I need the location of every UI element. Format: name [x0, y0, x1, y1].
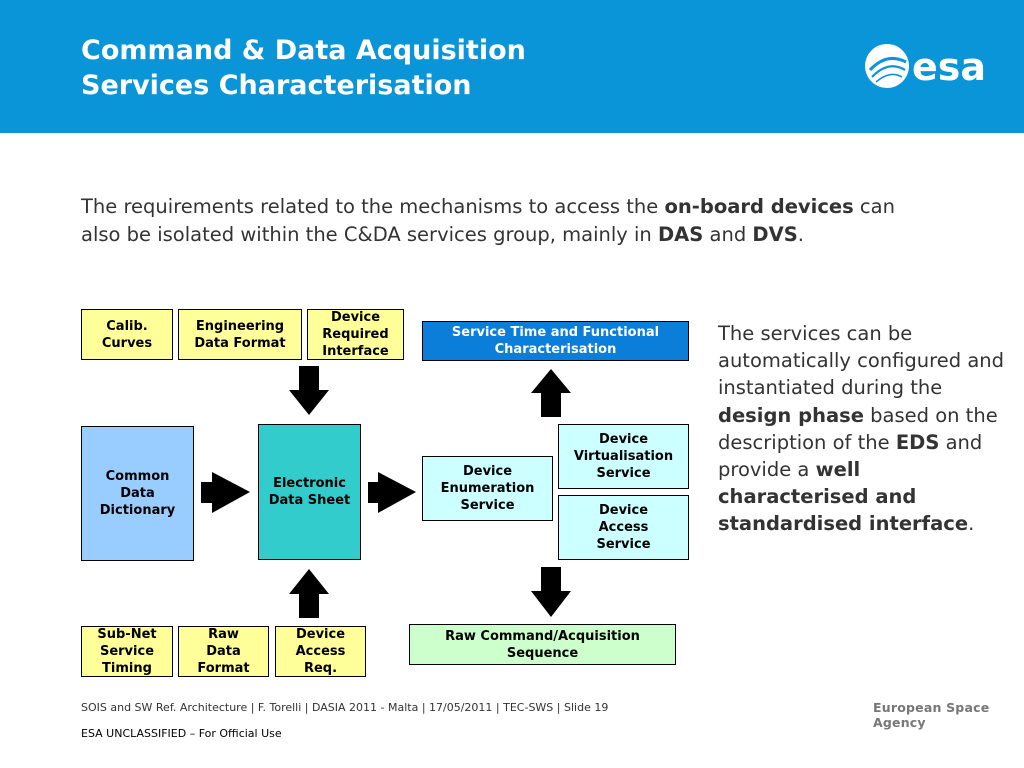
device-required-interface-label: Device Required Interface — [322, 310, 389, 359]
arrow-right-to-eds — [201, 472, 250, 513]
intro-text-1: The requirements related to the mechanis… — [81, 195, 665, 218]
engineering-data-format-label: Engineering Data Format — [194, 318, 286, 351]
arrow-right-from-eds — [368, 472, 416, 513]
raw-data-format-box: Raw Data Format — [178, 626, 269, 677]
arrow-up-to-service-time — [531, 369, 571, 417]
side-bold-2: EDS — [895, 430, 940, 454]
device-access-req-label: Device Access Req. — [295, 627, 346, 676]
side-text-3: and provide a — [718, 430, 983, 482]
subnet-service-timing-box: Sub-Net Service Timing — [81, 626, 173, 677]
agency-wordmark: European Space Agency — [873, 700, 990, 730]
device-required-interface-box: Device Required Interface — [307, 309, 404, 360]
esa-logo: esa — [865, 44, 986, 89]
slide-title: Command & Data Acquisition Services Char… — [81, 33, 526, 103]
raw-command-acquisition-box: Raw Command/Acquisition Sequence — [409, 624, 676, 665]
calib-curves-label: Calib. Curves — [101, 318, 153, 351]
common-data-dictionary-label: Common Data Dictionary — [99, 469, 176, 518]
service-time-functional-box: Service Time and Functional Characterisa… — [422, 321, 689, 361]
intro-paragraph: The requirements related to the mechanis… — [81, 193, 931, 248]
arrow-down-to-raw-command — [531, 567, 571, 617]
side-text-1: The services can be automatically config… — [718, 322, 1005, 400]
intro-text-4: . — [797, 222, 804, 246]
arrow-up-to-eds — [289, 569, 329, 618]
intro-bold-1: on-board devices — [664, 195, 854, 218]
intro-text-3: and — [703, 222, 753, 246]
common-data-dictionary-box: Common Data Dictionary — [81, 426, 194, 561]
logo-wordmark: esa — [912, 45, 986, 89]
device-access-service-box: Device Access Service — [558, 495, 689, 560]
title-line-2: Services Characterisation — [81, 70, 472, 101]
intro-bold-2: DAS — [658, 222, 704, 246]
electronic-data-sheet-box: Electronic Data Sheet — [258, 424, 361, 560]
side-bold-1: design phase — [718, 403, 864, 427]
service-time-functional-label: Service Time and Functional Characterisa… — [451, 325, 660, 357]
raw-command-acquisition-label: Raw Command/Acquisition Sequence — [445, 628, 640, 661]
slide-header: Command & Data Acquisition Services Char… — [0, 0, 1024, 133]
title-line-1: Command & Data Acquisition — [81, 35, 526, 66]
electronic-data-sheet-label: Electronic Data Sheet — [268, 476, 351, 508]
device-virtualisation-service-box: Device Virtualisation Service — [558, 424, 689, 489]
arrow-down-to-eds — [289, 366, 329, 415]
footer-info: SOIS and SW Ref. Architecture | F. Torel… — [81, 701, 609, 714]
engineering-data-format-box: Engineering Data Format — [178, 309, 302, 360]
device-virtualisation-service-label: Device Virtualisation Service — [573, 432, 674, 481]
calib-curves-box: Calib. Curves — [81, 309, 173, 360]
side-text-2: based on the description of the — [718, 403, 998, 454]
device-access-service-label: Device Access Service — [596, 503, 651, 552]
intro-bold-3: DVS — [752, 222, 798, 246]
side-text-4: . — [968, 512, 975, 536]
side-bold-3: well characterised and standardised inte… — [718, 458, 969, 536]
intro-text-2: can also be isolated within the C&DA ser… — [81, 195, 895, 246]
subnet-service-timing-label: Sub-Net Service Timing — [97, 627, 157, 676]
raw-data-format-label: Raw Data Format — [197, 627, 250, 676]
side-paragraph: The services can be automatically config… — [718, 320, 1008, 538]
device-access-req-box: Device Access Req. — [275, 626, 366, 677]
footer-classification: ESA UNCLASSIFIED – For Official Use — [81, 727, 282, 740]
device-enumeration-service-box: Device Enumeration Service — [422, 456, 553, 521]
device-enumeration-service-label: Device Enumeration Service — [440, 464, 535, 513]
